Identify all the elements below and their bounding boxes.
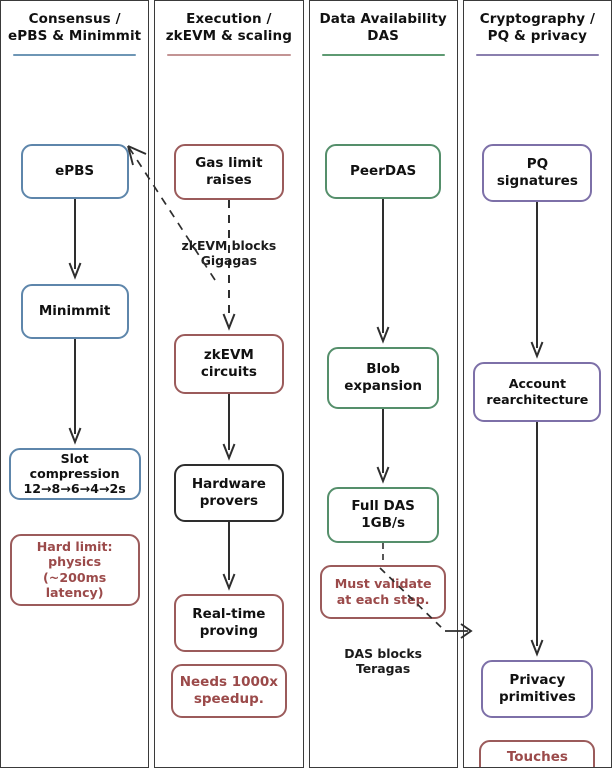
node-zkevm-circuits[interactable]: zkEVM circuits (173, 333, 284, 394)
column-data-availability: Data Availability DAS PeerDAS Blob expan… (308, 0, 458, 768)
note-must-validate[interactable]: Must validate at each step. (320, 564, 447, 619)
edge-hardware-provers-to-real-time (222, 521, 236, 594)
node-epbs[interactable]: ePBS (20, 143, 129, 199)
edge-peerdas-to-blob-expansion (376, 198, 390, 347)
node-pq-signatures[interactable]: PQ signatures (482, 143, 593, 202)
edge-full-das-to-must-validate (376, 542, 390, 565)
edge-pq-signatures-to-account (530, 201, 544, 362)
edge-blob-expansion-to-full-das (376, 408, 390, 487)
column-rule-data-availability (321, 53, 445, 56)
edge-label-das-blocks: DAS blocks Teragas (344, 645, 422, 677)
node-hardware-provers[interactable]: Hardware provers (173, 463, 284, 522)
column-header-cryptography: Cryptography / PQ & privacy (479, 11, 596, 44)
column-rule-execution (167, 53, 291, 56)
note-needs-speedup[interactable]: Needs 1000x speedup. (170, 663, 287, 718)
column-execution: Execution / zkEVM & scaling Gas limit ra… (154, 0, 304, 768)
note-hard-limit[interactable]: Hard limit: physics (~200ms latency) (9, 533, 140, 606)
column-header-data-availability: Data Availability DAS (319, 11, 447, 44)
node-peerdas[interactable]: PeerDAS (325, 143, 442, 199)
edge-minimmit-to-slot-compression (68, 338, 82, 449)
column-cryptography: Cryptography / PQ & privacy PQ signature… (462, 0, 612, 768)
edge-gas-limit-to-zkevm (222, 199, 236, 334)
column-rule-cryptography (475, 53, 599, 56)
node-minimmit[interactable]: Minimmit (20, 283, 129, 339)
column-consensus: Consensus / ePBS & Minimmit ePBS Minimmi… (0, 0, 150, 768)
node-slot-compression[interactable]: Slot compression 12→8→6→4→2s (8, 447, 141, 500)
node-blob-expansion[interactable]: Blob expansion (327, 346, 440, 409)
node-full-das[interactable]: Full DAS 1GB/s (327, 486, 440, 543)
node-gas-limit-raises[interactable]: Gas limit raises (173, 143, 284, 200)
note-touches-everything[interactable]: Touches everything, goes last. (479, 739, 596, 767)
edge-account-to-privacy-primitives (530, 421, 544, 660)
edge-zkevm-to-hardware-provers (222, 393, 236, 464)
column-header-execution: Execution / zkEVM & scaling (165, 11, 293, 44)
edge-epbs-to-minimmit (68, 198, 82, 284)
edge-label-zkevm-blocks: zkEVM blocks Gigagas (181, 237, 277, 269)
column-header-consensus: Consensus / ePBS & Minimmit (7, 11, 142, 44)
node-privacy-primitives[interactable]: Privacy primitives (481, 659, 594, 718)
node-real-time-proving[interactable]: Real-time proving (173, 593, 284, 652)
node-account-rearchitecture[interactable]: Account rearchitecture (473, 361, 602, 422)
column-rule-consensus (13, 53, 137, 56)
